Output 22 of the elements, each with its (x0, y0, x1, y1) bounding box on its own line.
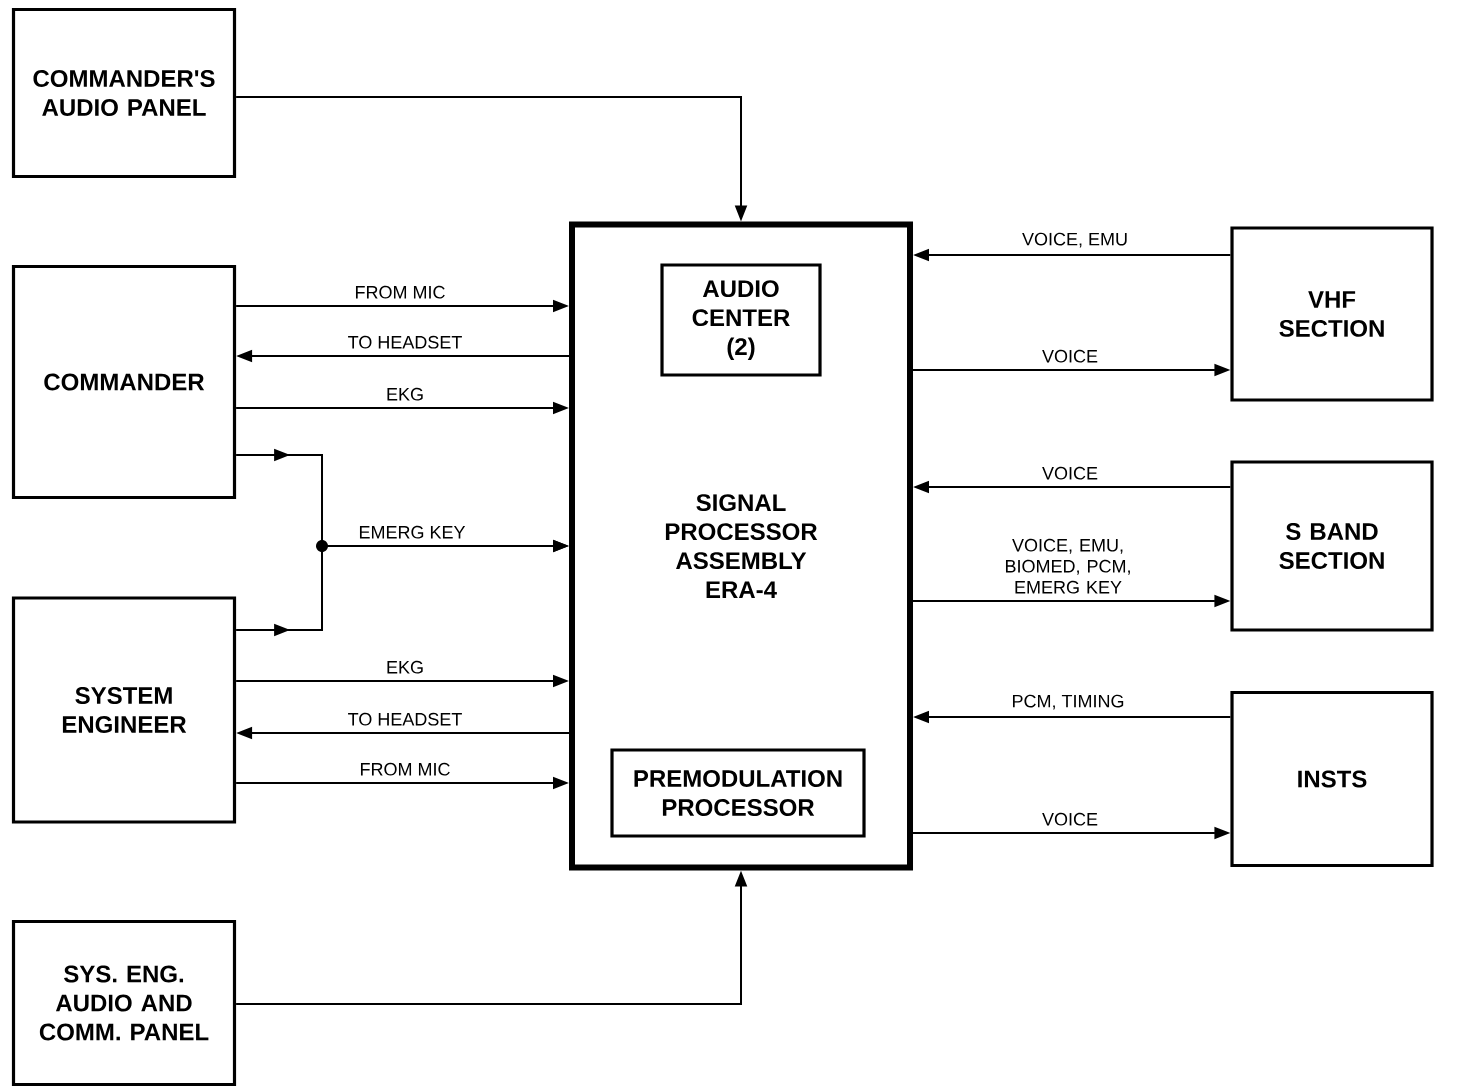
block-box: SYSTEM ENGINEER (11, 596, 237, 824)
edge-label: VOICE (1040, 810, 1100, 828)
edge-label: TO HEADSET (345, 710, 465, 728)
inner-block-box: AUDIO CENTER (2) (660, 263, 822, 377)
block-box: COMMANDER'S AUDIO PANEL (11, 7, 237, 179)
block-box: S BAND SECTION (1230, 460, 1434, 632)
block-box: VHF SECTION (1230, 226, 1434, 402)
edge-label: PCM, TIMING (1009, 692, 1127, 712)
block-box: SYS. ENG. AUDIO AND COMM. PANEL (11, 919, 237, 1087)
block-box: COMMANDER (11, 264, 237, 500)
edge-label: VOICE, EMU, BIOMED, PCM, EMERG KEY (994, 536, 1142, 596)
edge-label: FROM MIC (352, 283, 448, 301)
inner-block-box: PREMODULATION PROCESSOR (610, 748, 866, 838)
edge-label: VOICE, EMU (1020, 230, 1130, 250)
edge-label: EMERG KEY (356, 523, 468, 541)
edge-label: EKG (384, 385, 426, 403)
edge-label: VOICE (1040, 347, 1100, 365)
edge-label: FROM MIC (357, 760, 453, 778)
edge-label: TO HEADSET (345, 333, 465, 351)
block-box: INSTS (1230, 690, 1434, 868)
edge-label: EKG (384, 658, 426, 676)
edge-label: VOICE (1040, 464, 1100, 482)
